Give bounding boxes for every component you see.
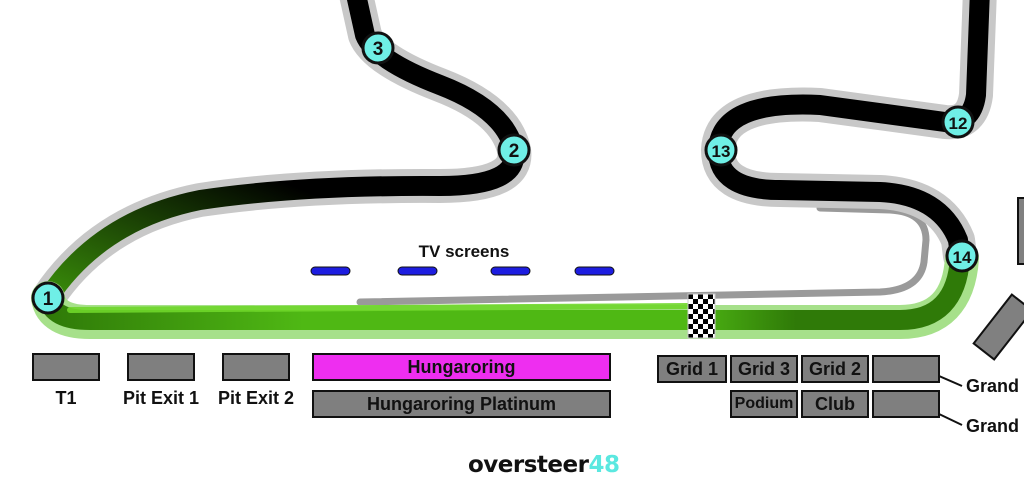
- grandstand-pit-exit-2-label: Pit Exit 2: [217, 388, 295, 408]
- grandstand-podium[interactable]: Podium: [730, 390, 798, 418]
- grandstand-pit-exit-1[interactable]: [127, 353, 195, 381]
- grandstand-pit-exit-2[interactable]: [222, 353, 290, 381]
- tv-screen: [574, 266, 615, 276]
- grandstand-grid-2[interactable]: Grid 2: [801, 355, 869, 383]
- corner-marker-12[interactable]: 12: [941, 105, 975, 139]
- grandstand-t1[interactable]: [32, 353, 100, 381]
- grandstand-grid-3[interactable]: Grid 3: [730, 355, 798, 383]
- corner-marker-1[interactable]: 1: [31, 281, 65, 315]
- grandstand-t1-label: T1: [55, 388, 77, 408]
- grandstand-pit-exit-1-label: Pit Exit 1: [122, 388, 200, 408]
- grandstand-partial-angled: [972, 293, 1024, 361]
- grand-label-2: Grand: [966, 416, 1020, 436]
- grand-label-1: Grand: [966, 376, 1020, 396]
- tv-screen: [397, 266, 438, 276]
- corner-marker-14[interactable]: 14: [945, 239, 979, 273]
- grandstand-club[interactable]: Club: [801, 390, 869, 418]
- track-sector-1: [38, 0, 525, 308]
- track-sector-3: [708, 0, 990, 266]
- corner-marker-3[interactable]: 3: [361, 31, 395, 65]
- grandstand-grand-2[interactable]: [872, 390, 940, 418]
- logo-text: oversteer: [468, 452, 589, 478]
- grandstand-partial: [1017, 197, 1024, 265]
- corner-marker-13[interactable]: 13: [704, 133, 738, 167]
- svg-text:3: 3: [373, 39, 384, 60]
- svg-text:14: 14: [953, 248, 972, 267]
- oversteer48-logo: oversteer48: [468, 452, 620, 478]
- svg-text:1: 1: [43, 289, 54, 310]
- logo-number: 48: [588, 452, 620, 478]
- corner-marker-2[interactable]: 2: [497, 133, 531, 167]
- grandstand-grand-1[interactable]: [872, 355, 940, 383]
- svg-text:12: 12: [949, 114, 968, 133]
- tv-screens-label: TV screens: [419, 242, 510, 261]
- start-straight-highlight: [67, 303, 693, 313]
- svg-text:13: 13: [712, 142, 731, 161]
- tv-screen: [310, 266, 351, 276]
- finish-line-flag-icon: [687, 293, 716, 339]
- grandstand-hungaroring-platinum[interactable]: Hungaroring Platinum: [312, 390, 611, 418]
- svg-text:2: 2: [509, 141, 520, 162]
- grandstand-grid-1[interactable]: Grid 1: [657, 355, 727, 383]
- tv-screen: [490, 266, 531, 276]
- grandstand-hungaroring[interactable]: Hungaroring: [312, 353, 611, 381]
